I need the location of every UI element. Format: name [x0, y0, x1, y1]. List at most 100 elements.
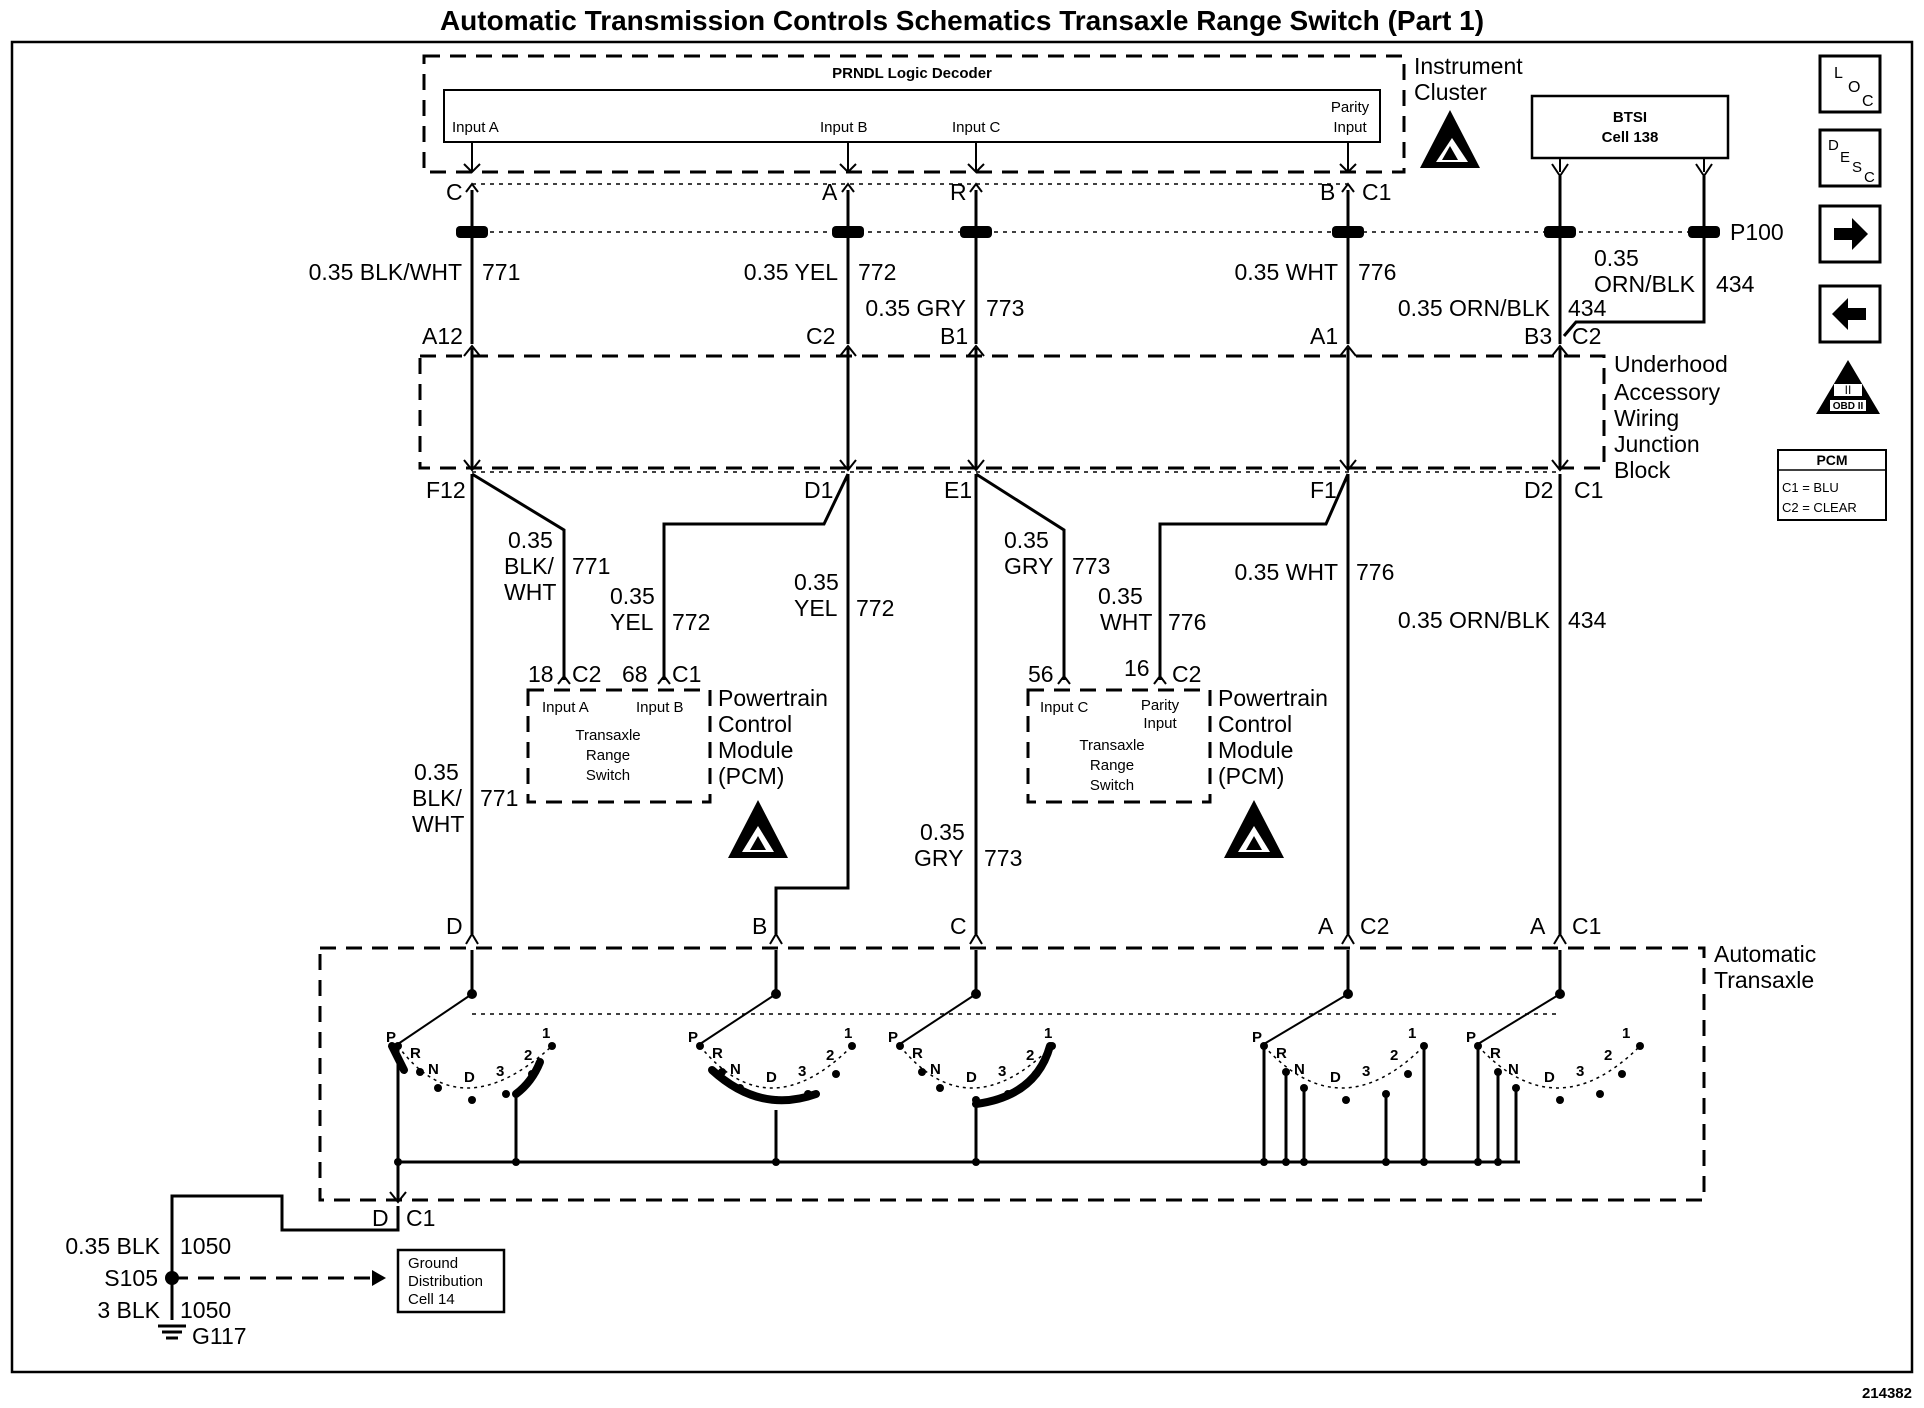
pin-a-label: A — [822, 179, 838, 205]
transaxle-label-1: Automatic — [1714, 941, 1816, 967]
range-pos-1-1: R — [410, 1045, 421, 1062]
pin-f1-label: F1 — [1310, 477, 1337, 503]
pcm-left-inner-1: Transaxle — [575, 727, 640, 744]
wire-773-circuit: 773 — [986, 295, 1024, 321]
pcm-key-c2: C2 = CLEAR — [1782, 500, 1857, 515]
range-pos-5-3: D — [1544, 1069, 1555, 1086]
bwire-771-color1: BLK/ — [412, 785, 462, 811]
range-pos-1-6: 1 — [542, 1025, 550, 1042]
range-pos-4-4: 3 — [1362, 1063, 1370, 1080]
range-pos-2-2: N — [730, 1061, 741, 1078]
range-pos-5-4: 3 — [1576, 1063, 1584, 1080]
input-b-label: Input B — [820, 119, 868, 136]
pcm-left-label-3: Module — [718, 737, 793, 763]
parity-label-2: Input — [1333, 119, 1367, 136]
lwire-772-circuit: 772 — [672, 609, 710, 635]
pcm-left-label-4: (PCM) — [718, 763, 784, 789]
pcm-left-pin-18: 18 — [528, 661, 554, 687]
desc-icon-e: E — [1840, 149, 1850, 166]
transaxle-pin-c1: C1 — [1572, 913, 1601, 939]
pcm-left-label-1: Powertrain — [718, 685, 828, 711]
btsi-box — [1530, 94, 1730, 160]
desc-icon-d: D — [1828, 137, 1839, 154]
pin-c-label: C — [446, 179, 463, 205]
transaxle-pin-c: C — [950, 913, 967, 939]
btsi-label-2: Cell 138 — [1602, 129, 1659, 146]
rwire-772-gauge: 0.35 — [794, 569, 839, 595]
pcm-right-label-3: Module — [1218, 737, 1293, 763]
next-arrow-icon[interactable] — [1818, 204, 1882, 264]
transaxle-pin-a1: A — [1318, 913, 1334, 939]
instrument-cluster-label-1: Instrument — [1414, 53, 1523, 79]
pin-a12-label: A12 — [422, 323, 463, 349]
btsi-pins — [1551, 158, 1713, 178]
range-pos-3-6: 1 — [1044, 1025, 1052, 1042]
ground-dist-box — [396, 1248, 506, 1314]
rwire-434-label: 0.35 ORN/BLK — [1398, 607, 1551, 633]
pcm-right-label-2: Control — [1218, 711, 1292, 737]
loc-icon-l: L — [1834, 65, 1843, 82]
range-pos-4-2: N — [1294, 1061, 1305, 1078]
rwire-776-circuit: 776 — [1356, 559, 1394, 585]
obd-ii-icon-text: OBD II — [1833, 401, 1864, 412]
range-pos-2-5: 2 — [826, 1047, 834, 1064]
junction-label-5: Block — [1614, 457, 1671, 483]
ground-wire — [170, 1194, 400, 1320]
range-pos-4-5: 2 — [1390, 1047, 1398, 1064]
range-pos-2-4: 3 — [798, 1063, 806, 1080]
wire-772-circuit: 772 — [858, 259, 896, 285]
obd-ii-icon[interactable]: II OBD II — [1816, 360, 1880, 414]
prev-arrow-icon[interactable] — [1818, 284, 1882, 344]
figure-id: 214382 — [1862, 1385, 1912, 1402]
ground-wire-1050b: 3 BLK — [97, 1297, 160, 1323]
pcm-right-pin-16: 16 — [1124, 655, 1150, 681]
pcm-right-label-1: Powertrain — [1218, 685, 1328, 711]
lwire-771-color1: BLK/ — [504, 553, 554, 579]
lwire-772-color: YEL — [610, 609, 654, 635]
lwire-773-gauge: 0.35 — [1004, 527, 1049, 553]
range-pos-5-1: R — [1490, 1045, 1501, 1062]
pin-f12-label: F12 — [426, 477, 466, 503]
wire-434a-gauge: 0.35 — [1594, 245, 1639, 271]
range-pos-2-3: D — [766, 1069, 777, 1086]
btsi-label-1: BTSI — [1613, 109, 1647, 126]
p100-label: P100 — [1730, 219, 1784, 245]
transaxle-box — [318, 946, 1706, 1202]
prndl-decoder-box — [443, 89, 1381, 143]
lwire-776-gauge: 0.35 — [1098, 583, 1143, 609]
pin-b3-label: B3 — [1524, 323, 1552, 349]
pin-d1-label: D1 — [804, 477, 833, 503]
range-switch-4 — [1260, 993, 1428, 1162]
pin-a1-label: A1 — [1310, 323, 1338, 349]
switch-feed-dots — [467, 989, 1565, 999]
loc-icon[interactable]: L O C — [1818, 54, 1882, 114]
transaxle-pin-markers — [465, 932, 1567, 945]
loc-icon-c: C — [1862, 93, 1874, 110]
bwire-773-gauge: 0.35 — [920, 819, 965, 845]
desc-icon[interactable]: D E S C — [1818, 128, 1882, 188]
range-pos-3-4: 3 — [998, 1063, 1006, 1080]
outer-frame — [10, 40, 1914, 1374]
pcm-right-label-4: (PCM) — [1218, 763, 1284, 789]
pcm-left-input-a: Input A — [542, 699, 589, 716]
wire-434b-circuit: 434 — [1568, 295, 1607, 321]
decoder-pin-arrows — [463, 142, 1357, 174]
bwire-771-gauge: 0.35 — [414, 759, 459, 785]
pcm-right-pin-56: 56 — [1028, 661, 1054, 687]
lwire-776-color: WHT — [1100, 609, 1152, 635]
ground-dist-3: Cell 14 — [408, 1291, 455, 1308]
pcm-left-pin-68: 68 — [622, 661, 648, 687]
range-pos-3-0: P — [888, 1029, 898, 1046]
range-pos-1-4: 3 — [496, 1063, 504, 1080]
range-pos-2-0: P — [688, 1029, 698, 1046]
ground-id: G117 — [192, 1323, 247, 1349]
lwire-771-circuit: 771 — [572, 553, 610, 579]
pcm-right-parity-1: Parity — [1141, 697, 1180, 714]
pin-d2-label: D2 — [1524, 477, 1553, 503]
pcm-left-conn-c2: C2 — [572, 661, 601, 687]
pcm-left-conn-c1: C1 — [672, 661, 701, 687]
pcm-right-inner-1: Transaxle — [1079, 737, 1144, 754]
range-pos-5-5: 2 — [1604, 1047, 1612, 1064]
pcm-right-input-c: Input C — [1040, 699, 1089, 716]
